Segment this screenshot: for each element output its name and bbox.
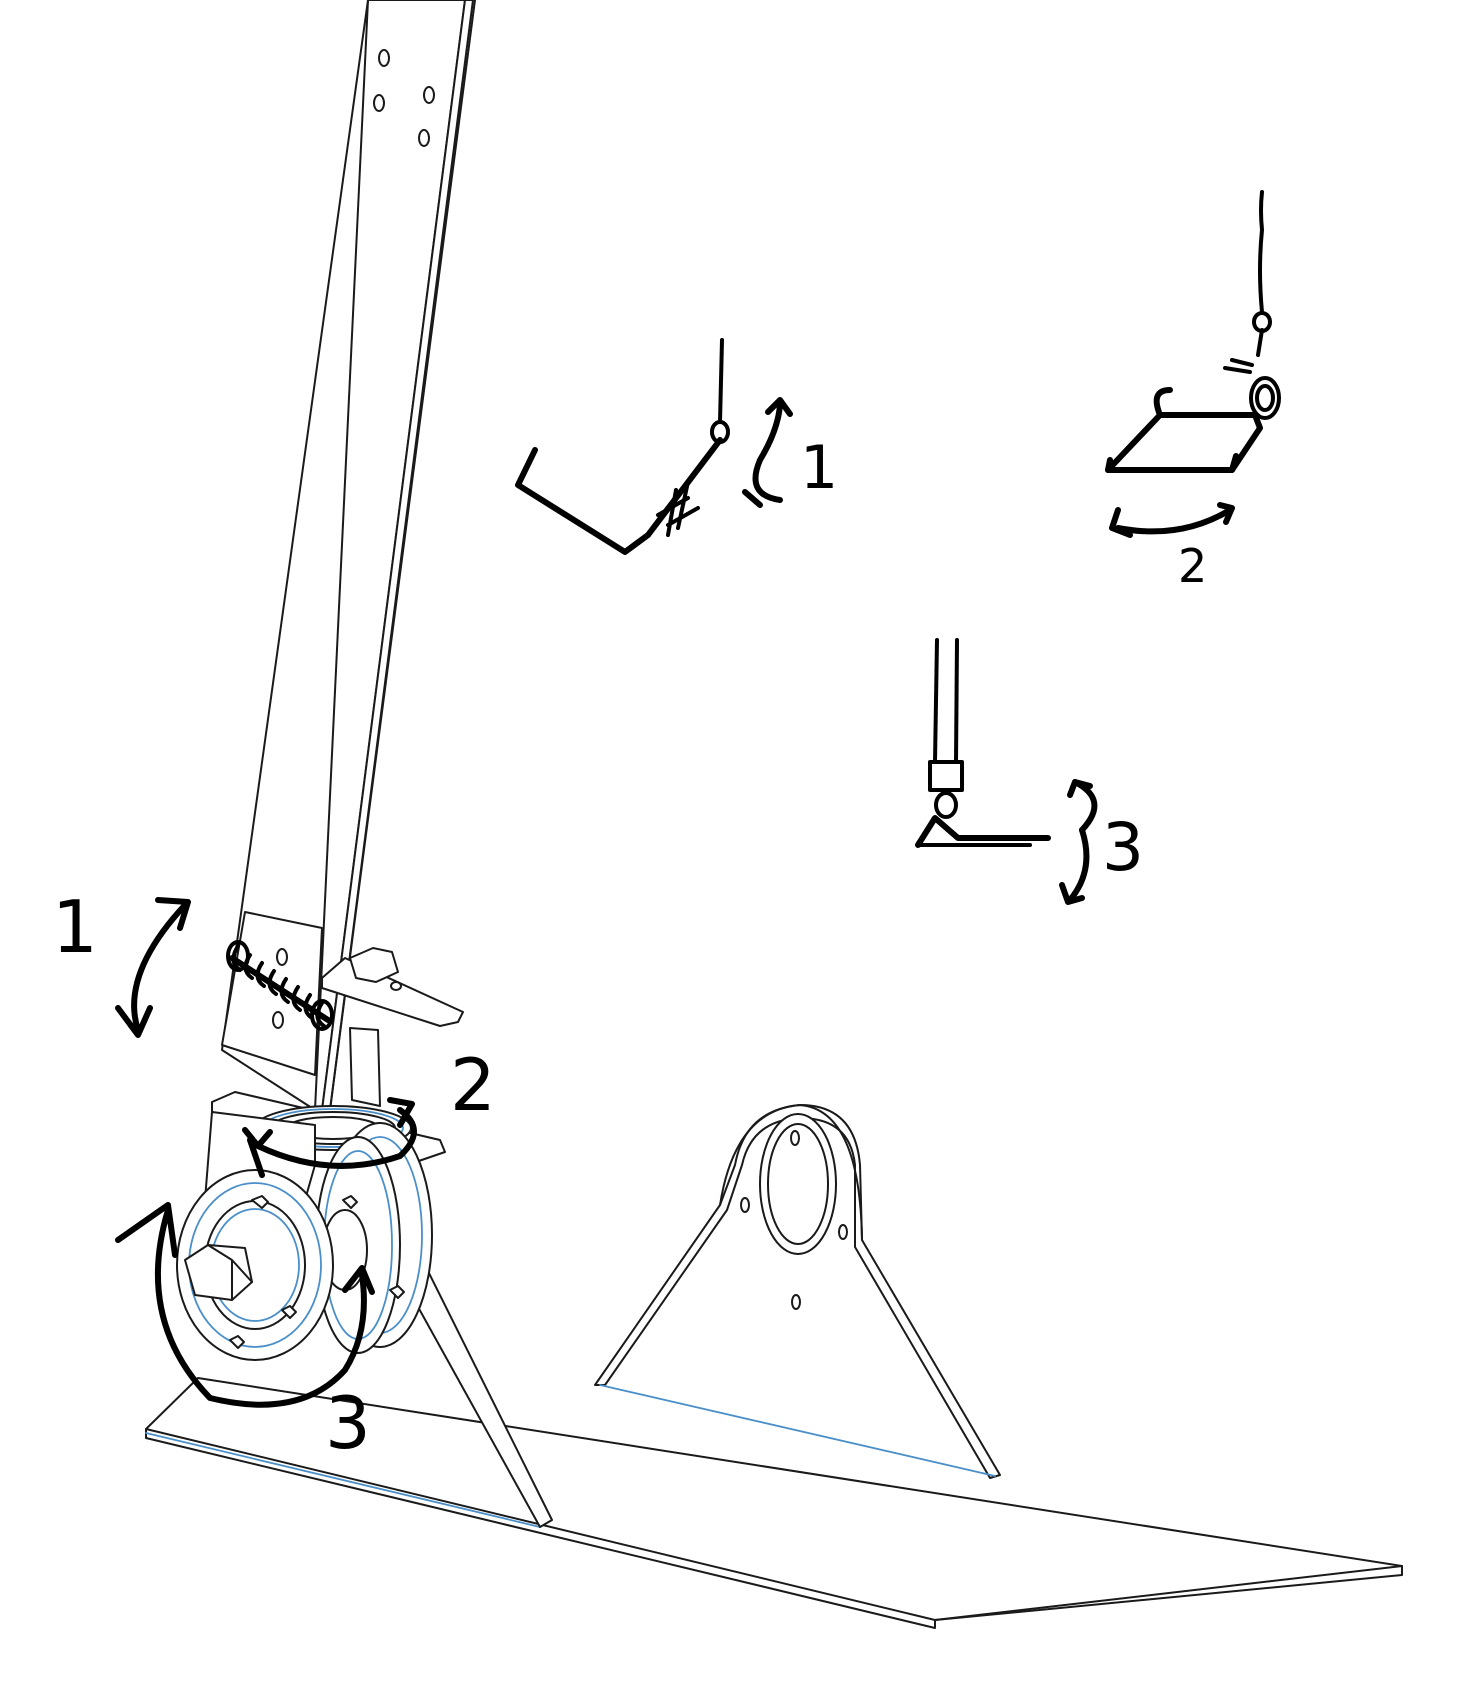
wheel-pivot-label: 3: [325, 1381, 371, 1465]
rear-mount-bracket: [594, 1104, 1001, 1479]
wheel-pivot-arrow: [115, 1202, 375, 1408]
sketch-steer-label: 2: [1178, 539, 1207, 593]
scooter-deck: [145, 1377, 1403, 1629]
sketch-fold-motion: [515, 338, 793, 555]
fold-rotation-arrow: [115, 897, 191, 1038]
steer-bearing-label: 2: [450, 1043, 496, 1127]
steer-rotation-arrow: [242, 1097, 417, 1178]
fold-hinge-label: 1: [52, 885, 98, 969]
sketch-pivot-motion: [915, 638, 1098, 905]
sketch-steer-motion: [1105, 190, 1281, 538]
spring-coil: [226, 940, 334, 1031]
sketch-pivot-label: 3: [1102, 809, 1144, 886]
front-wheel-assembly: [176, 1111, 433, 1361]
steering-column: [221, 0, 476, 1111]
top-clamp-plate: [321, 947, 464, 1107]
ink-annotations: 1 2 3: [52, 885, 496, 1465]
sketch-fold-label: 1: [800, 433, 838, 503]
